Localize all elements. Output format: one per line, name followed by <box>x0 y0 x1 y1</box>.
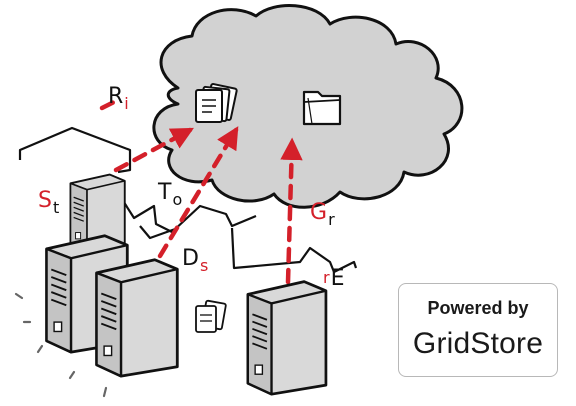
arrow-server-to-folder <box>280 137 303 285</box>
server-icon <box>45 173 328 396</box>
label-to: To <box>158 180 182 208</box>
folder-icon <box>302 90 342 126</box>
label-to-main: T <box>158 180 172 205</box>
data-flow-arrows <box>99 97 303 285</box>
label-ds-sub: s <box>199 256 209 275</box>
label-gr-sub: r <box>328 210 335 229</box>
label-ds: Ds <box>182 246 208 274</box>
badge-powered-by: Powered by <box>427 298 529 318</box>
label-st-main: S <box>38 188 52 213</box>
arrow-red-short <box>99 97 121 111</box>
motion-marks <box>14 292 108 398</box>
documents-icon <box>195 299 227 333</box>
label-st-sub: t <box>52 198 60 217</box>
label-to-sub: o <box>172 190 183 209</box>
label-ds-main: D <box>182 246 199 271</box>
label-gr-main: G <box>310 200 328 225</box>
powered-by-badge[interactable]: Powered by GridStore <box>398 283 558 377</box>
arrow-servers-to-docs <box>157 126 239 259</box>
building-outlines <box>18 126 358 274</box>
label-gr: Gr <box>310 200 335 228</box>
label-ri-sub: i <box>124 94 129 113</box>
label-ri-main: R <box>108 84 124 109</box>
label-ri: Ri <box>108 84 129 112</box>
label-re: rE <box>322 268 344 290</box>
badge-gridstore: GridStore <box>412 327 544 360</box>
documents-icon <box>195 83 238 123</box>
arrow-small-server-to-docs <box>113 127 194 173</box>
label-st: St <box>38 188 59 216</box>
label-re-pre: r <box>323 268 330 287</box>
label-re-main: E <box>330 266 345 291</box>
